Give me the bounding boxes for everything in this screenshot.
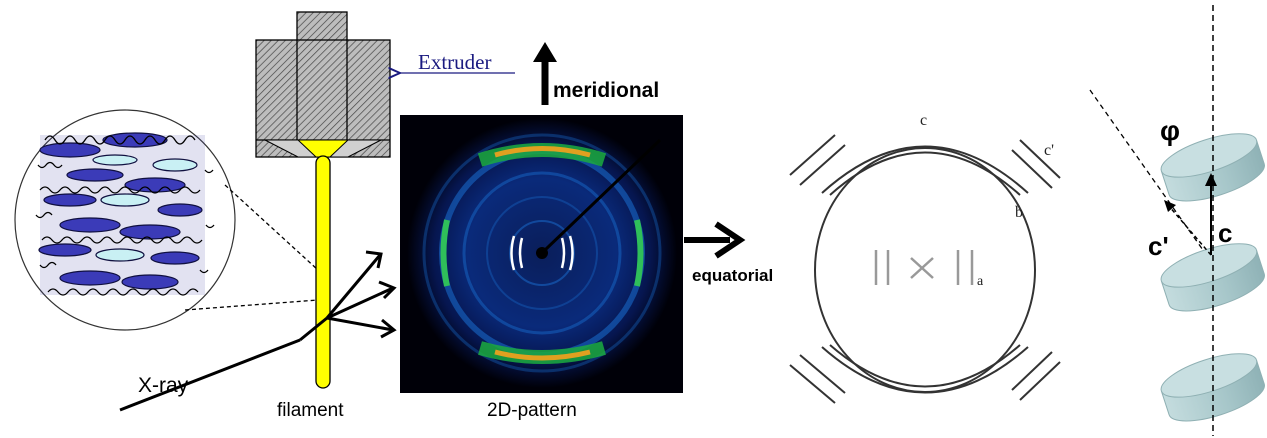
ring-a-label: a xyxy=(977,274,984,289)
ring-c-prime-label: c' xyxy=(1044,142,1054,159)
lamella-orientation-diagram xyxy=(1089,5,1265,436)
phi-label: φ xyxy=(1160,115,1180,146)
c-prime-vector-label: c' xyxy=(1148,231,1169,261)
diffraction-pattern-image xyxy=(400,115,683,393)
extruder-die xyxy=(255,11,391,158)
disc xyxy=(1160,353,1265,422)
schematic-pattern xyxy=(789,134,1061,404)
pattern-label: 2D-pattern xyxy=(487,400,577,421)
magnified-structure xyxy=(14,109,319,331)
ring-b-label: b xyxy=(1015,204,1023,221)
ring-c-label: c xyxy=(920,112,927,129)
equatorial-arrow xyxy=(684,221,746,259)
lamellae-stack xyxy=(35,132,215,296)
c-vector-label: c xyxy=(1218,218,1232,248)
meridional-arrow xyxy=(533,42,557,105)
filament-strand xyxy=(315,155,331,389)
x-ray-label: X-ray xyxy=(138,374,189,397)
c-prime-vector xyxy=(1167,204,1212,256)
filament-label: filament xyxy=(277,400,344,421)
x-ray-beams xyxy=(119,250,397,412)
equatorial-label: equatorial xyxy=(692,266,773,285)
extruder-label: Extruder xyxy=(418,50,491,74)
meridional-label: meridional xyxy=(553,79,659,102)
